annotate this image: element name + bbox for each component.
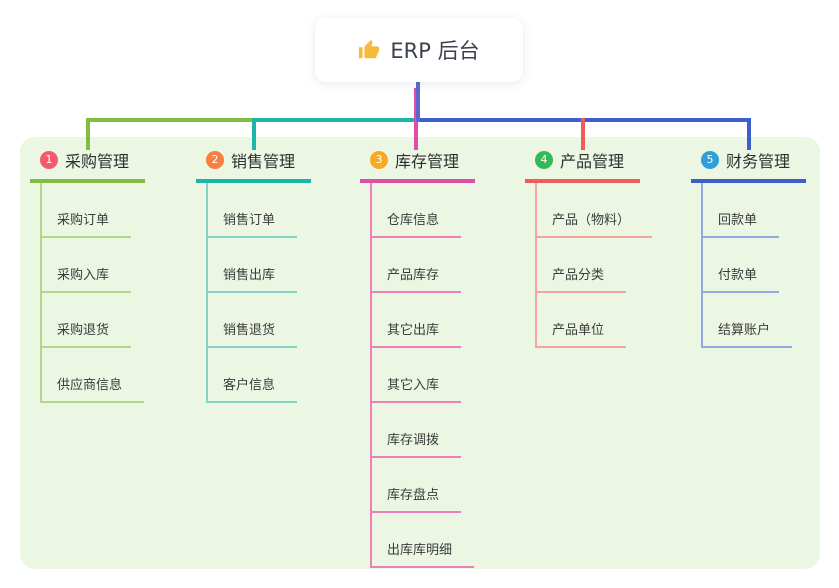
bus-segment: [253, 118, 416, 122]
root-node[interactable]: ERP 后台: [315, 18, 523, 82]
branch-label: 财务管理: [726, 152, 791, 171]
branch-number-badge: 1: [40, 151, 58, 169]
mindmap-branch: 2 销售管理 销售订单销售出库销售退货客户信息: [196, 148, 311, 403]
child-node[interactable]: 仓库信息: [372, 183, 462, 238]
mindmap-branch: 1 采购管理 采购订单采购入库采购退货供应商信息: [30, 148, 145, 403]
branch-node[interactable]: 4 产品管理: [525, 148, 640, 183]
child-node[interactable]: 其它入库: [372, 348, 462, 403]
child-label: 其它出库: [387, 323, 440, 338]
child-node[interactable]: 产品（物料）: [537, 183, 653, 238]
child-node[interactable]: 库存调拨: [372, 403, 462, 458]
mindmap-branch: 3 库存管理 仓库信息产品库存其它出库其它入库库存调拨库存盘点出库库明细: [360, 148, 475, 568]
branch-children: 采购订单采购入库采购退货供应商信息: [40, 183, 145, 403]
child-label: 付款单: [718, 268, 758, 283]
branches-panel: [20, 137, 820, 569]
child-label: 回款单: [718, 213, 758, 228]
child-node[interactable]: 结算账户: [703, 293, 793, 348]
child-label: 供应商信息: [57, 378, 123, 393]
child-node[interactable]: 销售出库: [208, 238, 298, 293]
thumbs-up-icon: [358, 39, 380, 61]
branch-children: 仓库信息产品库存其它出库其它入库库存调拨库存盘点出库库明细: [370, 183, 475, 568]
child-node[interactable]: 其它出库: [372, 293, 462, 348]
branch-number-badge: 2: [206, 151, 224, 169]
branch-label: 采购管理: [65, 152, 130, 171]
branch-number-badge: 3: [370, 151, 388, 169]
branch-drop-line: [746, 118, 751, 150]
child-node[interactable]: 采购订单: [42, 183, 132, 238]
child-label: 销售订单: [223, 213, 276, 228]
child-label: 产品（物料）: [552, 213, 631, 228]
child-node[interactable]: 产品分类: [537, 238, 627, 293]
child-node[interactable]: 采购入库: [42, 238, 132, 293]
branch-label: 库存管理: [395, 152, 460, 171]
child-node[interactable]: 销售订单: [208, 183, 298, 238]
mindmap-branch: 5 财务管理 回款单付款单结算账户: [691, 148, 806, 348]
child-label: 库存调拨: [387, 433, 440, 448]
branch-drop-line: [251, 118, 256, 150]
branch-node[interactable]: 5 财务管理: [691, 148, 806, 183]
branch-node[interactable]: 1 采购管理: [30, 148, 145, 183]
child-node[interactable]: 产品库存: [372, 238, 462, 293]
child-label: 采购订单: [57, 213, 110, 228]
child-node[interactable]: 回款单: [703, 183, 780, 238]
branch-label: 产品管理: [560, 152, 625, 171]
child-node[interactable]: 库存盘点: [372, 458, 462, 513]
child-label: 产品库存: [387, 268, 440, 283]
branch-children: 销售订单销售出库销售退货客户信息: [206, 183, 298, 403]
child-label: 产品分类: [552, 268, 605, 283]
child-label: 采购入库: [57, 268, 110, 283]
child-label: 库存盘点: [387, 488, 440, 503]
child-label: 结算账户: [718, 323, 771, 338]
mindmap-branch: 4 产品管理 产品（物料） 产品分类产品单位: [525, 148, 653, 348]
branch-children: 回款单付款单结算账户: [701, 183, 793, 348]
child-label: 客户信息: [223, 378, 276, 393]
child-node[interactable]: 销售退货: [208, 293, 298, 348]
child-node[interactable]: 供应商信息: [42, 348, 145, 403]
child-label: 销售出库: [223, 268, 276, 283]
child-label: 其它入库: [387, 378, 440, 393]
child-node[interactable]: 付款单: [703, 238, 780, 293]
child-node[interactable]: 采购退货: [42, 293, 132, 348]
root-stem-line: [415, 82, 420, 122]
branch-label: 销售管理: [231, 152, 296, 171]
child-node[interactable]: 出库库明细: [372, 513, 475, 568]
child-label: 出库库明细: [387, 543, 453, 558]
child-label: 仓库信息: [387, 213, 440, 228]
branch-drop-line: [580, 118, 585, 150]
branch-number-badge: 5: [701, 151, 719, 169]
child-label: 产品单位: [552, 323, 605, 338]
branch-children: 产品（物料） 产品分类产品单位: [535, 183, 653, 348]
branch-node[interactable]: 3 库存管理: [360, 148, 475, 183]
child-node[interactable]: 客户信息: [208, 348, 298, 403]
child-label: 销售退货: [223, 323, 276, 338]
branch-drop-line: [85, 118, 90, 150]
branch-node[interactable]: 2 销售管理: [196, 148, 311, 183]
child-node[interactable]: 产品单位: [537, 293, 627, 348]
branch-number-badge: 4: [535, 151, 553, 169]
child-label: 采购退货: [57, 323, 110, 338]
root-label: ERP 后台: [390, 39, 480, 63]
